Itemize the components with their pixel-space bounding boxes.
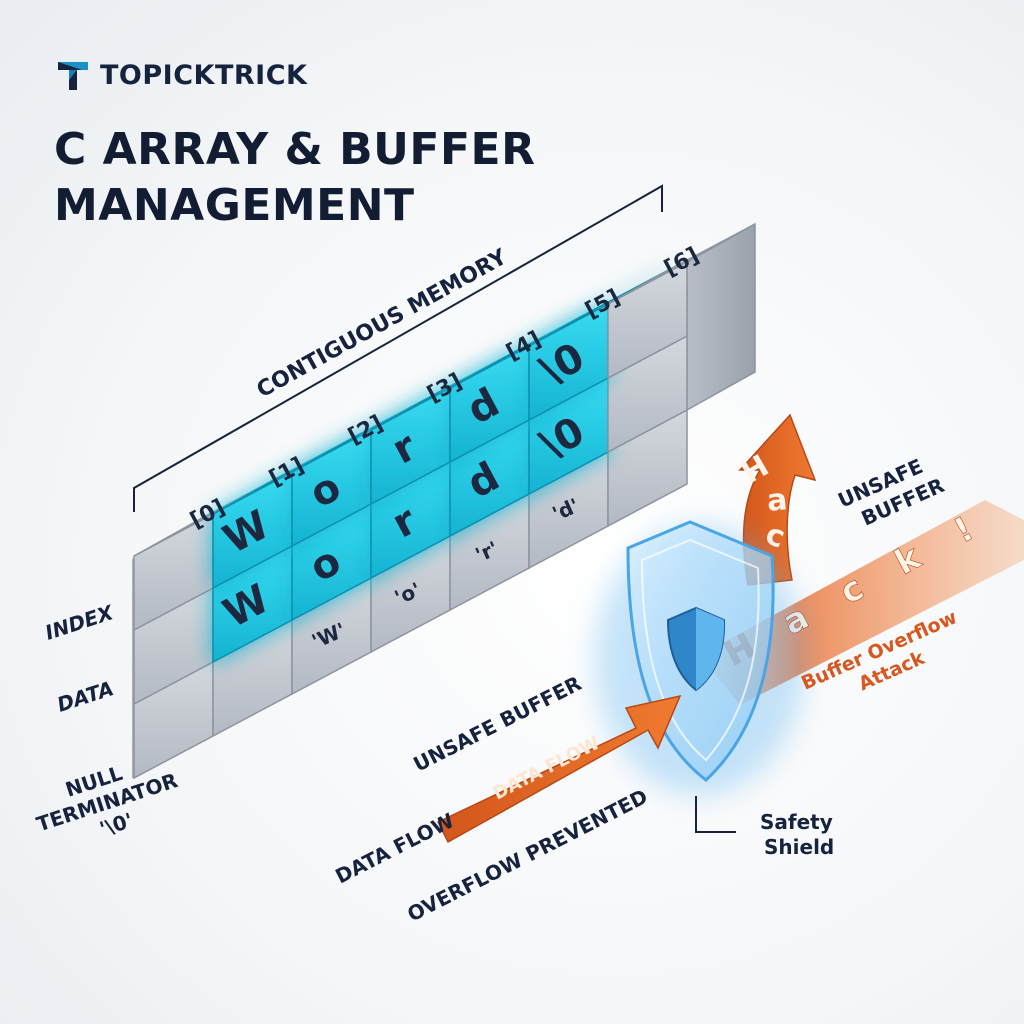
memory-blocks: [0][1][2][3][4][5][6]Word\0Word\0'W''o''… (132, 222, 756, 780)
unsafe-buffer-top-label: UNSAFE BUFFER (834, 454, 947, 531)
data-flow-bottom-label: DATA FLOW (331, 808, 458, 888)
memory-cell (607, 223, 756, 380)
contiguous-bracket (133, 184, 663, 512)
index-label: INDEX (42, 600, 117, 645)
data-flow-arrow-label: DATA FLOW (490, 733, 604, 805)
data-label: DATA (54, 676, 116, 717)
title-line-1: C ARRAY & BUFFER (54, 124, 536, 175)
hack-curved-char-1: a (766, 482, 789, 519)
shield-callout-line (695, 796, 736, 833)
brand-name: TOPICKTRICK (100, 59, 308, 91)
overflow-prevented-label: OVERFLOW PREVENTED (403, 784, 651, 926)
page-title: C ARRAY & BUFFER MANAGEMENT (54, 122, 535, 234)
brand: TOPICKTRICK (56, 58, 307, 92)
topicktrick-logo-icon (58, 62, 88, 90)
title-line-2: MANAGEMENT (54, 180, 415, 231)
safety-shield (595, 520, 805, 795)
safety-shield-label-1: Safety (760, 810, 833, 834)
safety-shield-label-2: Shield (764, 835, 834, 859)
array-end-side (686, 222, 756, 412)
